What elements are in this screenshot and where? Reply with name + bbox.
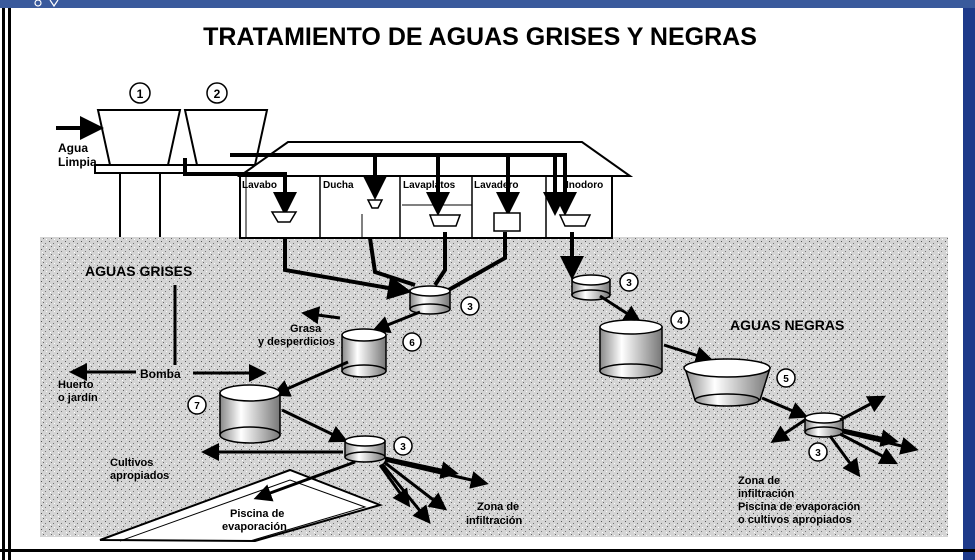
- step-number-3d: [808, 442, 828, 462]
- fixture-lavaplatos: Lavaplatos: [403, 180, 456, 191]
- svg-text:o cultivos apropiados: o cultivos apropiados: [738, 514, 852, 526]
- svg-text:3: 3: [815, 448, 821, 459]
- svg-text:6: 6: [409, 338, 415, 349]
- svg-text:Piscina de evaporación: Piscina de evaporación: [738, 501, 861, 513]
- section-grey-label: AGUAS GRISES: [85, 263, 192, 279]
- shower-icon: [366, 199, 384, 209]
- step-number-3b: [393, 436, 413, 456]
- step-number-3a: [460, 296, 480, 316]
- garden-label: Huerto: [58, 379, 94, 391]
- svg-text:evaporación: evaporación: [222, 521, 287, 533]
- black-outlet-label: Zona de: [738, 475, 780, 487]
- nav-circle-icon[interactable]: [34, 0, 42, 7]
- grey-drain-1: [283, 238, 412, 300]
- inlet-label: Agua: [58, 141, 88, 155]
- tank-platform: [94, 164, 266, 174]
- sink-icon: [270, 211, 298, 223]
- supply-pipe-1: [183, 158, 297, 216]
- ground-area: [40, 237, 948, 537]
- storage-tank-7: [219, 384, 281, 444]
- diagram-panel: TRATAMIENTO DE AGUAS GRISES Y NEGRAS 1 2…: [14, 8, 963, 549]
- toilet-icon: [558, 214, 592, 227]
- svg-text:infiltración: infiltración: [466, 515, 523, 527]
- anaerobic-tank-5: [683, 358, 772, 407]
- chevron-down-icon[interactable]: [49, 0, 59, 8]
- dish-sink-icon: [428, 214, 462, 227]
- svg-text:4: 4: [677, 316, 683, 327]
- settling-tank-6: [341, 328, 387, 378]
- water-tank-1: [96, 109, 182, 166]
- infiltration-arrows-grey: [378, 456, 489, 524]
- grease-trap-grey: [409, 285, 451, 315]
- svg-text:infiltración: infiltración: [738, 488, 795, 500]
- distribution-box-black: [804, 412, 844, 438]
- diagram-title: TRATAMIENTO DE AGUAS GRISES Y NEGRAS: [203, 23, 757, 51]
- fixture-inodoro: Inodoro: [566, 180, 603, 191]
- svg-text:7: 7: [194, 401, 200, 412]
- step-number-4: [670, 310, 690, 330]
- step-number-7: [187, 395, 207, 415]
- fixture-lavadero: Lavadero: [474, 180, 518, 191]
- step-number-3c: [619, 272, 639, 292]
- septic-box-3: [571, 274, 611, 301]
- svg-text:o jardín: o jardín: [58, 392, 98, 404]
- treatment-diagram: TRATAMIENTO DE AGUAS GRISES Y NEGRAS 1 2…: [40, 23, 948, 543]
- laundry-tub-icon: [493, 212, 521, 232]
- distribution-box-grey: [344, 435, 386, 463]
- svg-text:y desperdicios: y desperdicios: [258, 336, 335, 348]
- svg-text:2: 2: [214, 87, 221, 101]
- step-number-5: [776, 368, 796, 388]
- tank-number-1: [129, 82, 151, 104]
- window-top-bar: [0, 0, 975, 8]
- left-frame-border: [0, 8, 14, 560]
- pump-label: Bomba: [140, 367, 181, 381]
- svg-text:apropiados: apropiados: [110, 470, 169, 482]
- crops-label: Cultivos: [110, 457, 153, 469]
- right-frame-border: [963, 8, 975, 560]
- septic-tank-4: [599, 319, 663, 379]
- infiltration-arrows-black: [770, 395, 919, 478]
- grease-label: Grasa: [290, 323, 322, 335]
- step-number-6: [402, 332, 422, 352]
- svg-text:5: 5: [783, 374, 789, 385]
- svg-text:Limpia: Limpia: [58, 155, 97, 169]
- svg-text:3: 3: [400, 442, 406, 453]
- svg-text:3: 3: [467, 302, 473, 313]
- fixture-lavabo: Lavabo: [242, 180, 277, 191]
- fixture-ducha: Ducha: [323, 180, 354, 191]
- section-black-label: AGUAS NEGRAS: [730, 317, 844, 333]
- pool-label: Piscina de: [230, 508, 284, 520]
- bottom-frame-border: [0, 549, 975, 552]
- window-controls: [34, 0, 59, 8]
- tank-number-2: [206, 82, 228, 104]
- infiltration-label: Zona de: [477, 501, 519, 513]
- svg-text:3: 3: [626, 278, 632, 289]
- svg-text:1: 1: [137, 87, 144, 101]
- supply-pipe-2: [230, 153, 577, 216]
